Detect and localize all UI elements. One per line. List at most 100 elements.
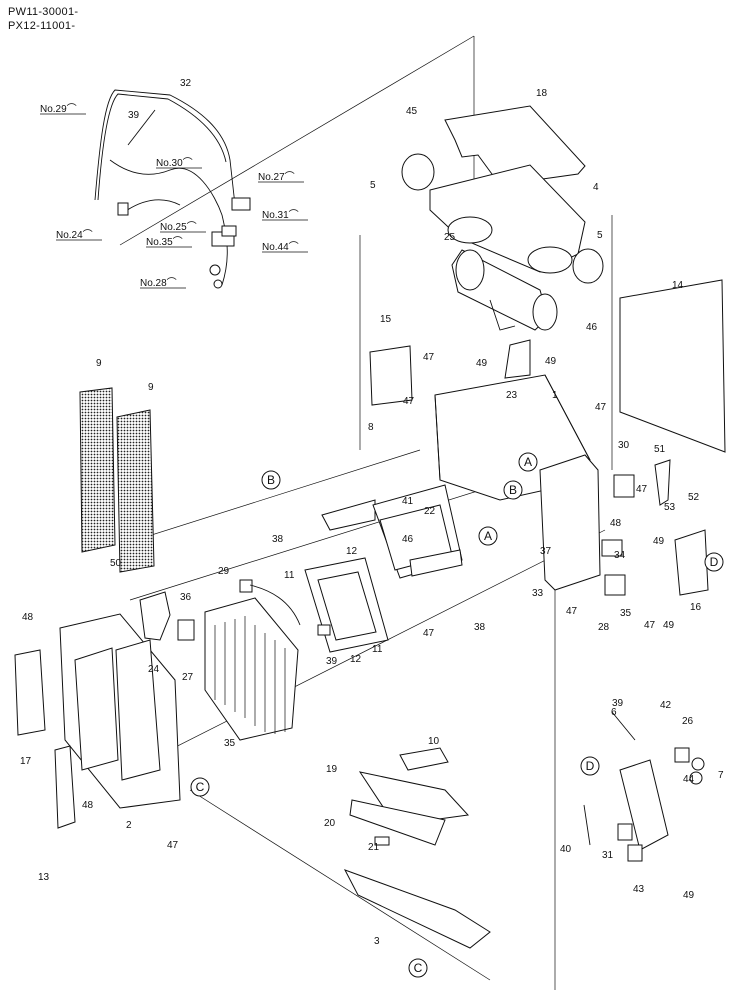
callout-number: 47 [423,628,435,639]
callout-number: 36 [180,592,192,603]
callout-number: 20 [324,818,336,829]
callout-number: 53 [664,502,676,513]
callout-number: 25 [444,232,456,243]
wire-ref-label: No.35⌒ [146,236,183,248]
wire-ref-label: No.27⌒ [258,171,295,183]
callout-number: 12 [350,654,362,665]
callout-number: 29 [218,566,230,577]
reference-letter: A [484,529,492,543]
callout-number: 24 [148,664,160,675]
reference-circle [704,552,724,572]
callout-number: 7 [718,770,724,781]
callout-number: 5 [597,230,603,241]
lower-case [59,613,181,809]
callout-number: 32 [180,78,192,89]
callout-number: 23 [506,390,518,401]
callout-number: 37 [540,546,552,557]
wire-ref-label: No.31⌒ [262,209,299,221]
callout-number: 52 [688,492,700,503]
wire-ref-label: No.25⌒ [160,221,197,233]
callout-number: 47 [595,402,607,413]
callout-number: 47 [644,620,656,631]
callout-number: 21 [368,842,380,853]
lower-cover [54,745,76,829]
callout-number: 45 [406,106,418,117]
reference-circle [408,958,428,978]
callout-number: 49 [476,358,488,369]
reference-letter: C [196,780,205,794]
reference-circle [261,470,281,490]
callout-number: 48 [610,518,622,529]
callout-number: 18 [536,88,548,99]
wire-ref-label: No.29⌒ [40,103,77,115]
wire-ref-label: No.24⌒ [56,229,93,241]
reference-letter: B [509,483,517,497]
callout-number: 4 [593,182,599,193]
callout-number: 46 [586,322,598,333]
callout-number: 49 [653,536,665,547]
callout-number: 34 [614,550,626,561]
reference-letter: D [710,555,719,569]
callout-number: 47 [403,396,415,407]
callout-number: 50 [110,558,122,569]
callout-number: 33 [532,588,544,599]
callout-number: 47 [566,606,578,617]
reference-letter: C [414,961,423,975]
side-cover [14,649,46,736]
callout-number: 48 [82,800,94,811]
wire-ref-label: No.44⌒ [262,241,299,253]
reference-circle [190,777,210,797]
callout-number: 5 [370,180,376,191]
callout-number: 16 [690,602,702,613]
callout-number: 38 [474,622,486,633]
callout-number: 39 [326,656,338,667]
callout-number: 10 [428,736,440,747]
callout-number: 41 [402,496,414,507]
wire-ref-label: No.30⌒ [156,157,193,169]
reference-letter: D [586,759,595,773]
callout-number: 22 [424,506,436,517]
callout-number: 38 [272,534,284,545]
callout-number: 11 [284,570,295,581]
callout-number: 28 [598,622,610,633]
callout-number: 35 [224,738,236,749]
callout-number: 26 [682,716,694,727]
evaporator-core [204,597,299,741]
small-cover [369,345,413,406]
callout-number: 27 [182,672,194,683]
callout-number: 31 [602,850,614,861]
callout-number: 49 [663,620,675,631]
callout-number: 35 [620,608,632,619]
callout-number: 1 [552,390,558,401]
callout-number: 3 [374,936,380,947]
callout-number: 44 [683,774,695,785]
callout-number: 19 [326,764,338,775]
wire-ref-label: No.28⌒ [140,277,177,289]
callout-number: 2 [126,820,132,831]
reference-circle [580,756,600,776]
reference-letter: B [267,473,275,487]
callout-number: 8 [368,422,374,433]
side-panel [619,279,726,453]
callout-number: 43 [633,884,645,895]
right-bracket-assembly [539,454,709,596]
callout-number: 11 [372,644,383,655]
callout-number: 49 [545,356,557,367]
callout-number: 49 [683,890,695,901]
reference-circle [518,452,538,472]
reference-letter: A [524,455,532,469]
callout-number: 6 [611,707,617,718]
duct-parts [304,484,463,653]
callout-number: 9 [96,358,102,369]
callout-number: 14 [672,280,684,291]
callout-number: 15 [380,314,392,325]
callout-number: 48 [22,612,34,623]
bracket-assembly-d [583,711,705,862]
model-number-1: PW11-30001- [8,6,79,18]
reference-circle [503,480,523,500]
wire-harness [94,89,251,289]
callout-number: 47 [167,840,179,851]
callout-number: 13 [38,872,50,883]
callout-number: 17 [20,756,32,767]
